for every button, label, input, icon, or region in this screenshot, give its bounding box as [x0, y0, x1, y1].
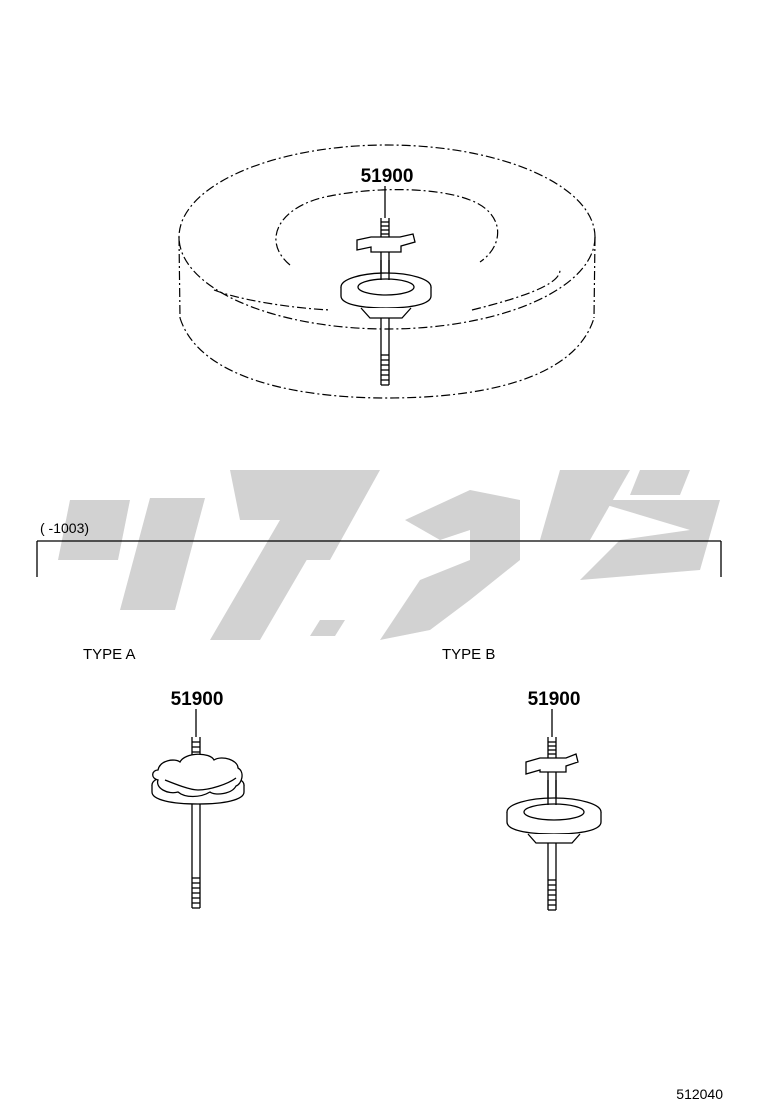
washer-bottom	[360, 307, 412, 319]
type-b-assembly: 51900	[506, 689, 602, 911]
tire-inner-line	[471, 269, 561, 311]
bolt-thread-top	[381, 221, 389, 235]
type-b-thread-top	[548, 741, 556, 755]
type-b-wing-nut	[525, 753, 579, 775]
tire-bottom-edge	[179, 317, 595, 399]
washer-inner	[357, 278, 415, 296]
type-a-thread-bottom	[192, 877, 200, 909]
range-label: ( -1003)	[40, 520, 89, 536]
wing-nut	[356, 233, 416, 253]
tire-inner-line-left	[213, 289, 331, 311]
tire-left-edge	[178, 236, 181, 319]
spare-tire-assembly: 51900	[178, 144, 596, 399]
type-b-thread-bottom	[548, 879, 556, 911]
watermark-logo	[58, 470, 720, 640]
part-number-type-a[interactable]: 51900	[171, 689, 224, 710]
type-b-label: TYPE B	[442, 646, 495, 663]
tire-right-edge	[593, 236, 596, 319]
type-b-washer-inner	[523, 803, 585, 821]
type-a-label: TYPE A	[83, 646, 136, 663]
part-number-tire[interactable]: 51900	[361, 166, 414, 187]
part-number-type-b[interactable]: 51900	[528, 689, 581, 710]
section-bracket: ( -1003)	[36, 520, 722, 577]
figure-id: 512040	[676, 1086, 723, 1102]
type-a-assembly: 51900	[151, 689, 245, 909]
tire-inner-rim	[275, 189, 499, 266]
bolt-thread-bottom	[381, 354, 389, 386]
